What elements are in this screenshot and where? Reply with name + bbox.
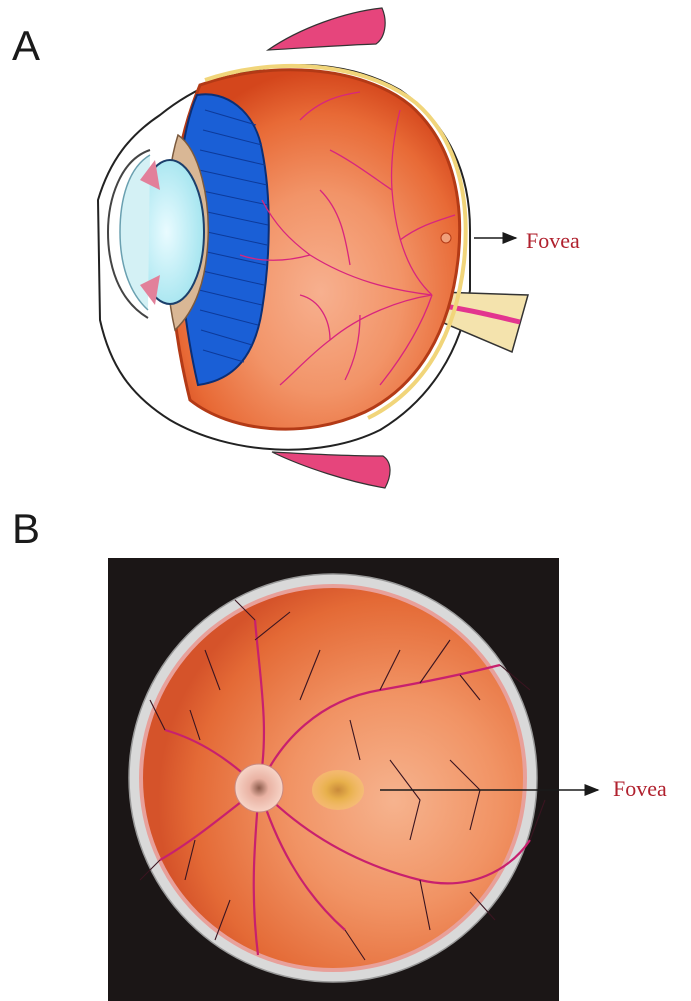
fovea-callout-a: Fovea	[526, 228, 580, 254]
superior-muscle	[268, 8, 385, 50]
panel-a-eye-cross-section	[98, 8, 528, 488]
panel-label-b: B	[12, 505, 40, 553]
fovea-callout-b: Fovea	[613, 776, 667, 802]
optic-disc	[235, 764, 283, 812]
panel-label-a: A	[12, 22, 40, 70]
inferior-muscle	[272, 452, 390, 488]
panel-b-fundus-view	[108, 558, 598, 1001]
fovea-spot	[312, 770, 364, 810]
